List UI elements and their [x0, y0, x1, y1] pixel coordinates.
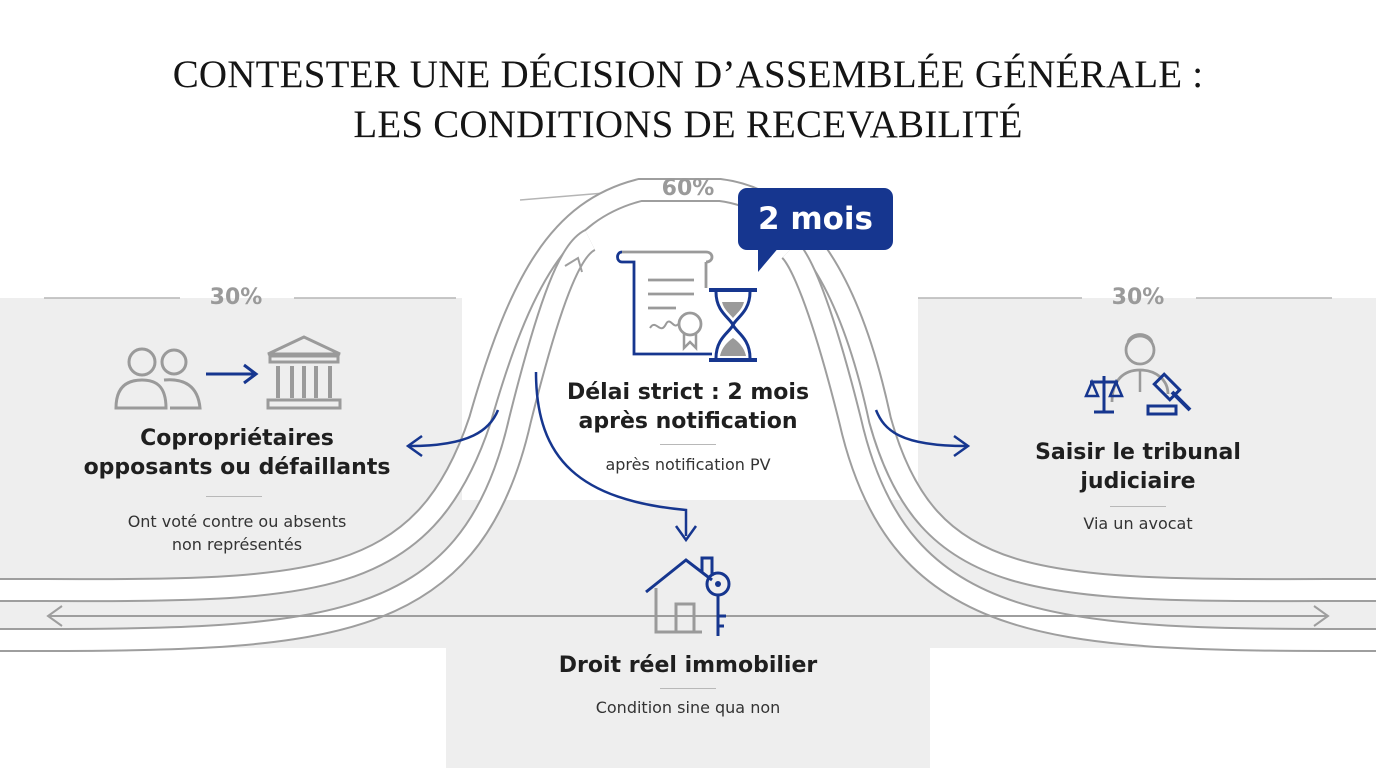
center-card-title-line2: après notification	[578, 409, 798, 434]
center-card-title: Délai strict : 2 mois après notification	[528, 378, 848, 436]
left-card-sub-line2: non représentés	[171, 535, 303, 554]
left-card-subtitle: Ont voté contre ou absents non représent…	[60, 510, 414, 556]
page-title: CONTESTER UNE DÉCISION D’ASSEMBLÉE GÉNÉR…	[0, 50, 1376, 150]
center-card-subtitle: après notification PV	[605, 455, 771, 474]
left-card-title-line1: Copropriétaires	[140, 426, 334, 451]
right-panel	[918, 298, 1376, 588]
center-card-title-line1: Délai strict : 2 mois	[566, 380, 810, 405]
arrow-to-right	[874, 409, 967, 448]
bottom-card-subtitle: Condition sine qua non	[595, 698, 781, 717]
title-line-2: LES CONDITIONS DE RECEVABILITÉ	[353, 103, 1023, 146]
left-card-separator	[206, 496, 262, 497]
bottom-panel	[446, 500, 930, 768]
right-card-title-line1: Saisir le tribunal	[1035, 440, 1241, 465]
percent-center: 60%	[661, 176, 715, 201]
arrow-right-icon	[206, 363, 259, 385]
left-card-title: Copropriétaires opposants ou défaillants	[60, 424, 414, 482]
title-line-1: CONTESTER UNE DÉCISION D’ASSEMBLÉE GÉNÉR…	[172, 53, 1204, 96]
center-card-separator	[660, 444, 716, 445]
right-card-separator	[1110, 506, 1166, 507]
right-card-title: Saisir le tribunal judiciaire	[980, 438, 1296, 496]
house-key-icon	[645, 556, 731, 636]
badge-tail	[758, 246, 780, 272]
bottom-card-separator	[660, 688, 716, 689]
hourglass-icon	[709, 288, 757, 362]
percent-left: 30%	[209, 285, 263, 310]
arrow-to-bottom	[534, 371, 688, 536]
courthouse-icon	[266, 335, 342, 410]
right-card-title-line2: judiciaire	[1080, 469, 1196, 494]
arrow-to-left	[409, 409, 500, 448]
right-card-subtitle: Via un avocat	[1083, 514, 1193, 533]
left-card-title-line2: opposants ou défaillants	[83, 455, 391, 480]
judge-gavel-scales-icon	[1084, 333, 1192, 416]
people-icon	[114, 347, 202, 410]
bottom-card-title: Droit réel immobilier	[558, 653, 818, 678]
document-icon	[616, 250, 714, 356]
percent-right: 30%	[1111, 285, 1165, 310]
deadline-badge: 2 mois	[738, 188, 893, 250]
left-card-sub-line1: Ont voté contre ou absents	[127, 512, 347, 531]
